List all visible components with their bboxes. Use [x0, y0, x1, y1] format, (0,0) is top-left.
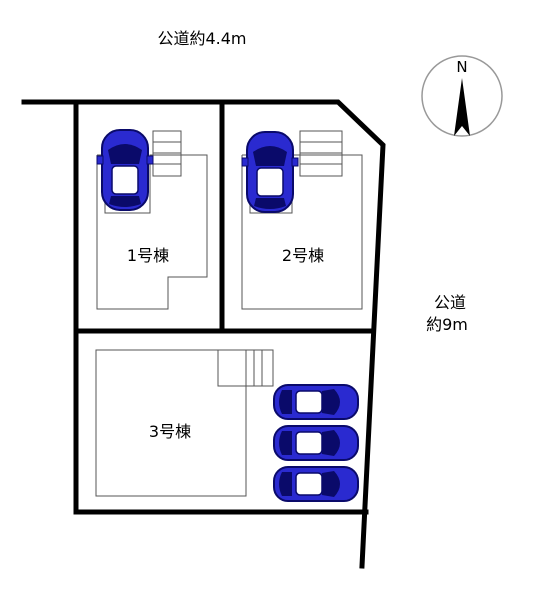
building-3-outline — [95, 349, 247, 497]
building-3-label: 3号棟 — [149, 422, 191, 441]
compass-arrow-icon — [454, 78, 470, 136]
compass-north-label: N — [456, 58, 467, 76]
building-3 — [95, 349, 274, 497]
car-icon-lot1 — [96, 129, 154, 211]
north-boundary-line — [21, 99, 386, 569]
east-road-label-line2: 約9m — [426, 315, 468, 334]
compass: N — [421, 55, 503, 137]
building-1-stairs — [152, 130, 182, 177]
north-road-label: 公道約4.4m — [157, 29, 246, 48]
lot-boundary — [21, 99, 386, 569]
car-icon-lot3-top — [273, 384, 359, 420]
car-icon-lot2 — [241, 131, 299, 213]
east-road-label-line1: 公道 — [434, 293, 466, 312]
building-2-label: 2号棟 — [282, 246, 324, 265]
building-2-stairs — [299, 130, 343, 177]
car-icon-lot3-bottom — [273, 466, 359, 502]
building-1-label: 1号棟 — [127, 246, 169, 265]
building-3-stairs — [217, 349, 274, 387]
car-icon-lot3-middle — [273, 425, 359, 461]
